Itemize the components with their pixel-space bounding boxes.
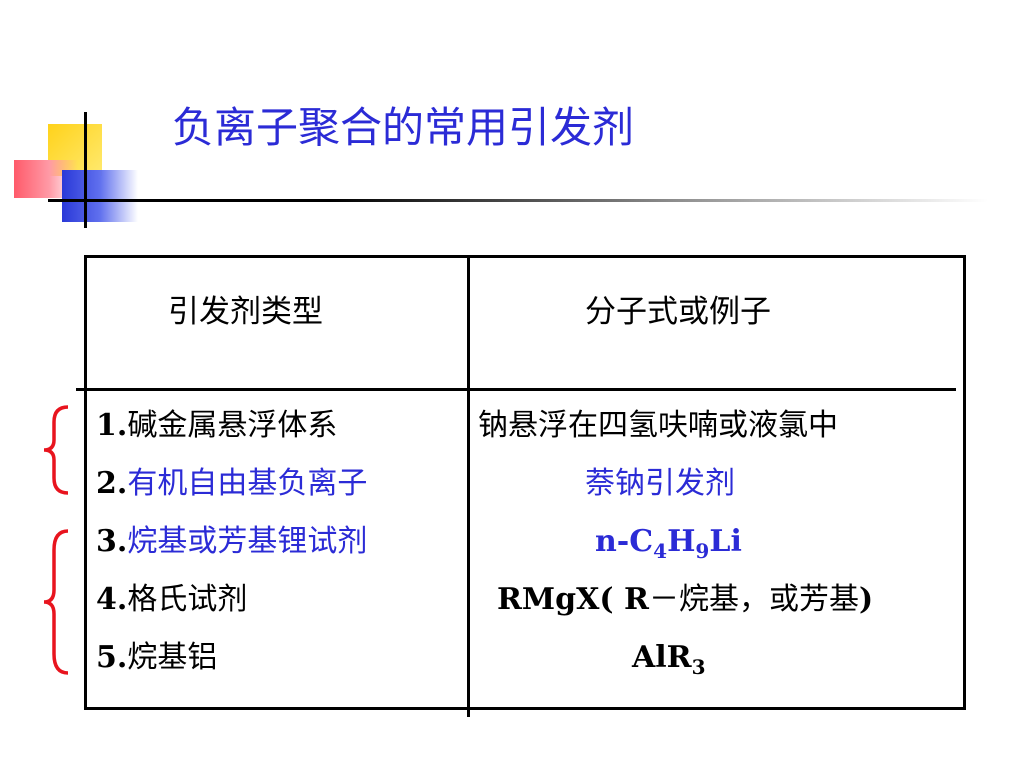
table-row-example-2: 萘钠引发剂 xyxy=(585,466,735,501)
slide-title: 负离子聚合的常用引发剂 xyxy=(172,103,635,152)
row-number: 4. xyxy=(96,582,128,617)
row-type-text: 烷基铝 xyxy=(127,640,218,675)
table-row-example-3: n-C4H9Li xyxy=(595,524,742,563)
brace-icon xyxy=(43,529,69,675)
table-row-type-1: 1.碱金属悬浮体系 xyxy=(96,406,337,446)
decor-vertical-line xyxy=(84,112,87,228)
row-number: 3. xyxy=(96,524,128,559)
row-type-text: 碱金属悬浮体系 xyxy=(127,408,338,443)
table-row-type-2: 2.有机自由基负离子 xyxy=(96,464,367,504)
table-header-divider xyxy=(76,388,956,391)
table-row-type-5: 5.烷基铝 xyxy=(96,638,217,678)
brace-icon xyxy=(43,405,69,495)
table-row-type-3: 3.烷基或芳基锂试剂 xyxy=(96,522,367,562)
table-border-left xyxy=(84,255,87,710)
table-border-bottom xyxy=(84,707,966,710)
row-number: 5. xyxy=(96,640,128,675)
row-number: 1. xyxy=(96,408,128,443)
table-row-example-4: RMgX( R－烷基，或芳基) xyxy=(497,582,874,617)
row-number: 2. xyxy=(96,466,128,501)
decor-blue-bar xyxy=(62,170,138,222)
table-border-top xyxy=(84,255,966,258)
title-underline xyxy=(48,199,988,202)
row-type-text: 格氏试剂 xyxy=(127,582,248,617)
header-formula-example: 分子式或例子 xyxy=(585,294,771,330)
table-row-example-1: 钠悬浮在四氢呋喃或液氯中 xyxy=(478,408,838,443)
row-type-text: 有机自由基负离子 xyxy=(127,466,368,501)
table-border-right xyxy=(963,255,966,710)
table-row-example-5: AlR3 xyxy=(632,640,706,679)
table-row-type-4: 4.格氏试剂 xyxy=(96,580,247,620)
header-initiator-type: 引发剂类型 xyxy=(168,294,323,330)
row-type-text: 烷基或芳基锂试剂 xyxy=(127,524,368,559)
table-column-divider xyxy=(467,255,470,717)
